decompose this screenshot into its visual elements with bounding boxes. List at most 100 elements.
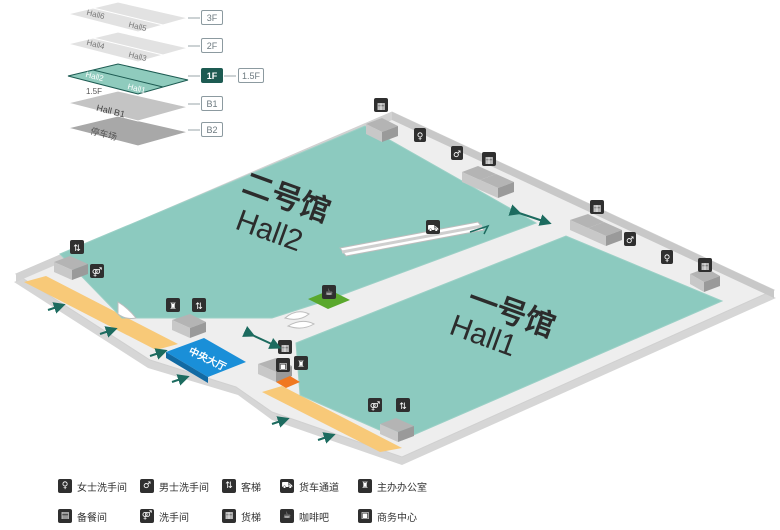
svg-text:⛟: ⛟ (427, 224, 438, 234)
svg-text:▦: ▦ (377, 102, 386, 112)
freight-elevator-icon[interactable]: ▦ (698, 258, 712, 272)
svg-text:⚤: ⚤ (92, 267, 103, 278)
floor-tab-2f[interactable]: 2F (201, 38, 223, 53)
layer-label-hall3: Hall3 (128, 50, 148, 63)
layer-1f[interactable]: Hall2 Hall1 1.5F (67, 63, 189, 96)
entry-arrow-icon (149, 348, 168, 360)
map-legend: ♀ 女士洗手间 ♂ 男士洗手间 ⇅ 客梯 ⛟ 货车通道 ♜ 主办办公室 ▤ 备餐… (58, 472, 778, 530)
business-center-icon: ▣ (358, 509, 372, 523)
legend-restrooms: ⚤ 洗手间 (140, 508, 189, 524)
svg-text:♜: ♜ (297, 360, 305, 370)
restrooms-icon[interactable]: ⚤ (368, 398, 382, 412)
legend-passenger-elevator: ⇅ 客梯 (222, 478, 261, 494)
svg-text:☕: ☕ (325, 288, 333, 298)
male-restroom-icon[interactable]: ♂ (451, 146, 463, 160)
escalator-central[interactable] (283, 311, 316, 329)
male-restroom-icon[interactable]: ♂ (624, 232, 636, 246)
female-restroom-icon: ♀ (58, 479, 72, 493)
floor-stack: 停车场 Hall B1 Hall2 Hall1 1.5F Hall4 Hall3 (67, 1, 236, 147)
passage-arrows (47, 204, 552, 444)
floor-tab-1f[interactable]: 1F (201, 68, 223, 83)
legend-dining-room: ▤ 备餐间 (58, 508, 107, 524)
west-corridor (24, 276, 178, 350)
legend-label: 货梯 (241, 512, 261, 524)
legend-male-restroom: ♂ 男士洗手间 (140, 478, 209, 494)
svg-text:♂: ♂ (626, 236, 634, 246)
selector-leader-lines (188, 17, 236, 131)
legend-coffee-bar: ☕ 咖啡吧 (280, 508, 329, 524)
layer-label-mez: 1.5F (86, 87, 102, 96)
freight-elevator-icon: ▦ (222, 509, 236, 523)
legend-label: 备餐间 (77, 512, 107, 524)
entry-arrow-icon (99, 326, 118, 338)
layer-label-hall6: Hall6 (86, 8, 106, 21)
legend-label: 洗手间 (159, 512, 189, 524)
legend-label: 主办办公室 (377, 482, 427, 494)
passenger-elevator-icon[interactable]: ⇅ (396, 398, 410, 412)
double-arrow-icon (242, 326, 282, 349)
cafe-icon (322, 285, 336, 299)
freight-elevator-icon[interactable]: ▦ (278, 340, 292, 354)
freight-elevator-icon[interactable]: ▦ (590, 200, 604, 214)
passenger-elevator-icon[interactable]: ⇅ (192, 298, 206, 312)
hall1-area[interactable]: 一号馆 Hall1 (295, 235, 724, 441)
passenger-elevator-icon: ⇅ (222, 479, 236, 493)
svg-text:♜: ♜ (169, 302, 177, 312)
layer-label-hall1: Hall1 (127, 82, 147, 95)
entry-arrow-icon (47, 302, 66, 314)
freight-truck-icon: ⛟ (280, 479, 294, 493)
svg-text:⇅: ⇅ (73, 244, 81, 254)
svg-text:♀: ♀ (664, 254, 671, 264)
layer-2f[interactable]: Hall4 Hall3 (67, 31, 189, 63)
svg-text:⇅: ⇅ (195, 302, 203, 312)
central-hall[interactable]: 中央大厅 (166, 338, 246, 383)
double-arrow-icon (508, 204, 552, 226)
svg-text:▦: ▦ (281, 344, 290, 354)
floor-tab-b1[interactable]: B1 (201, 96, 223, 111)
layer-label-hall5: Hall5 (128, 20, 148, 33)
legend-label: 货车通道 (299, 482, 339, 494)
business-center-icon[interactable]: ▣ (276, 358, 290, 372)
freight-truck-icon[interactable]: ⛟ (426, 220, 440, 234)
svg-text:♀: ♀ (417, 132, 424, 142)
escalator-west[interactable] (117, 301, 137, 319)
floor-tab-3f[interactable]: 3F (201, 10, 223, 25)
restrooms-icon[interactable]: ⚤ (90, 264, 104, 278)
floor-plan-map[interactable]: 停车场 Hall B1 Hall2 Hall1 1.5F Hall4 Hall3 (0, 0, 780, 470)
svg-text:▦: ▦ (593, 204, 602, 214)
legend-label: 商务中心 (377, 512, 417, 524)
freight-elevator-icon[interactable]: ▦ (482, 152, 496, 166)
hall2-area[interactable]: 二号馆 Hall2 (59, 125, 538, 319)
organizer-office-icon[interactable]: ♜ (294, 356, 308, 370)
legend-freight-elevator: ▦ 货梯 (222, 508, 261, 524)
female-restroom-icon[interactable]: ♀ (661, 250, 673, 264)
svg-text:▦: ▦ (485, 156, 494, 166)
floor-tab-1-5f[interactable]: 1.5F (238, 68, 264, 83)
male-restroom-icon: ♂ (140, 479, 154, 493)
legend-label: 女士洗手间 (77, 482, 127, 494)
legend-label: 咖啡吧 (299, 512, 329, 524)
svg-text:▦: ▦ (701, 262, 710, 272)
svg-text:▣: ▣ (279, 362, 288, 372)
female-restroom-icon[interactable]: ♀ (414, 128, 426, 142)
organizer-office-icon[interactable]: ♜ (166, 298, 180, 312)
legend-label: 客梯 (241, 482, 261, 494)
layer-label-hall2: Hall2 (85, 70, 105, 83)
svg-text:⚤: ⚤ (370, 401, 381, 412)
facility-pins: ▦ ♀ ♂ ▦ ⛟ ▦ ♂ ♀ ▦ ⇅ ⚤ ♜ ⇅ ▦ ♜ ▣ ⚤ ⇅ (70, 98, 712, 412)
service-blocks (54, 118, 720, 442)
cafe-area[interactable]: ☕ (308, 285, 350, 309)
floor-tab-b2[interactable]: B2 (201, 122, 223, 137)
entry-arrow-icon (317, 432, 336, 444)
svg-text:⇅: ⇅ (399, 402, 407, 412)
passenger-elevator-icon[interactable]: ⇅ (70, 240, 84, 254)
entry-arrow-icon (271, 416, 290, 428)
south-corridor (262, 386, 402, 452)
escalator-arrow (469, 224, 490, 235)
layer-3f[interactable]: Hall6 Hall5 (67, 1, 189, 33)
entry-arrow-icon (171, 374, 190, 386)
freight-elevator-icon[interactable]: ▦ (374, 98, 388, 112)
layer-label-hall4: Hall4 (86, 38, 106, 51)
layer-b2[interactable]: 停车场 (67, 115, 189, 147)
